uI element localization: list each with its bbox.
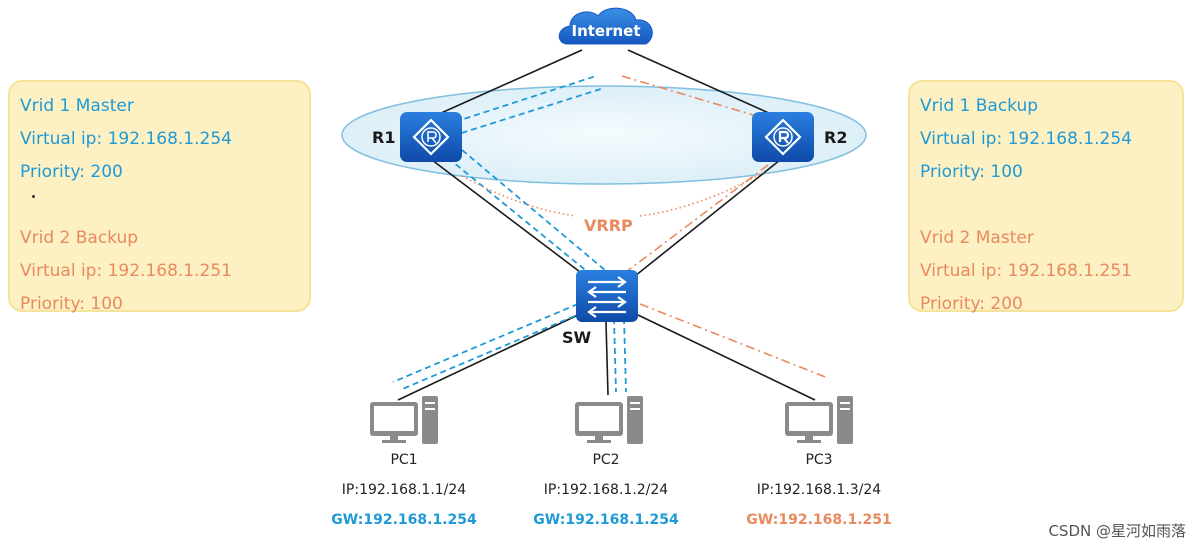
physical-links: [397, 49, 816, 401]
left-vrid1-role: Vrid 1 Master: [20, 96, 134, 116]
vrid1-traffic-paths: [392, 75, 627, 393]
right-vrid1-priority: Priority: 100: [920, 162, 1023, 182]
vrid1-path-sw-pc1-b: [399, 311, 585, 391]
router-r1-icon: [400, 112, 462, 162]
left-vrid1-vip: Virtual ip: 192.168.1.254: [20, 129, 232, 149]
internet-cloud-icon: [558, 7, 653, 45]
pc2-info: PC2 IP:192.168.1.2/24 GW:192.168.1.254: [506, 452, 706, 528]
vrid2-path-r2-internet: [621, 75, 771, 121]
right-vrid2-priority: Priority: 200: [920, 294, 1023, 314]
vrid1-path-sw-pc1-a: [392, 303, 579, 383]
vrrp-heartbeat: [461, 171, 765, 217]
pc1-gateway: GW:192.168.1.254: [331, 512, 477, 528]
pc2-gateway: GW:192.168.1.254: [533, 512, 679, 528]
vrid2-traffic-paths: [621, 75, 829, 379]
right-box-separator: [920, 189, 1172, 222]
vrid2-path-sw-pc3: [639, 303, 829, 379]
pc3-ip: IP:192.168.1.3/24: [756, 482, 882, 498]
vrid1-path-r1-internet-a: [435, 75, 597, 129]
switch-sw-label: SW: [562, 328, 592, 347]
right-vrid1-vip: Virtual ip: 192.168.1.254: [920, 129, 1132, 149]
vrid1-path-r1-internet-b: [451, 87, 605, 137]
pc2-icon: [575, 396, 643, 444]
separator-dot: [32, 195, 35, 198]
left-vrid2-role: Vrid 2 Backup: [20, 228, 139, 248]
switch-sw-icon: [576, 270, 638, 322]
pc3-name: PC3: [805, 452, 833, 468]
pc3-icon: [785, 396, 853, 444]
router-r2-label: R2: [824, 128, 848, 147]
left-box-separator: [20, 189, 299, 222]
left-vrid2-vip: Virtual ip: 192.168.1.251: [20, 261, 232, 281]
pc3-gateway: GW:192.168.1.251: [746, 512, 892, 528]
vrrp-curve-right: [639, 171, 765, 217]
left-vrid1-priority: Priority: 200: [20, 162, 123, 182]
pc1-name: PC1: [390, 452, 418, 468]
right-router-info-box: Vrid 1 Backup Virtual ip: 192.168.1.254 …: [908, 80, 1184, 314]
left-vrid2-priority: Priority: 100: [20, 294, 123, 314]
right-vrid1-role: Vrid 1 Backup: [920, 96, 1039, 116]
watermark: CSDN @星河如雨落: [1048, 522, 1186, 540]
link-r1-sw: [431, 159, 589, 279]
pc1-ip: IP:192.168.1.1/24: [341, 482, 467, 498]
link-sw-pc2: [605, 321, 609, 396]
link-sw-pc3: [637, 314, 816, 401]
pc2-name: PC2: [592, 452, 620, 468]
link-r2-sw: [629, 159, 781, 281]
pc3-info: PC3 IP:192.168.1.3/24 GW:192.168.1.251: [719, 452, 919, 528]
router-r1-label: R1: [372, 128, 396, 147]
router-r2-icon: [752, 112, 814, 162]
vrid1-path-sw-pc2-a: [613, 317, 617, 393]
link-internet-r2: [627, 49, 781, 119]
left-router-info-box: Vrid 1 Master Virtual ip: 192.168.1.254 …: [8, 80, 311, 314]
vrid1-path-r1-sw-b: [461, 149, 613, 277]
pc1-icon: [370, 396, 438, 444]
pc1-info: PC1 IP:192.168.1.1/24 GW:192.168.1.254: [304, 452, 504, 528]
right-vrid2-role: Vrid 2 Master: [920, 228, 1034, 248]
vrid1-path-sw-pc2-b: [623, 317, 627, 393]
link-internet-r1: [429, 49, 583, 119]
link-sw-pc1: [397, 314, 579, 401]
pc2-ip: IP:192.168.1.2/24: [543, 482, 669, 498]
right-vrid2-vip: Virtual ip: 192.168.1.251: [920, 261, 1132, 281]
internet-label: Internet: [571, 22, 640, 40]
vrrp-label: VRRP: [584, 216, 633, 235]
vrid1-path-r1-sw-a: [447, 157, 601, 283]
vrrp-curve-left: [461, 175, 577, 217]
